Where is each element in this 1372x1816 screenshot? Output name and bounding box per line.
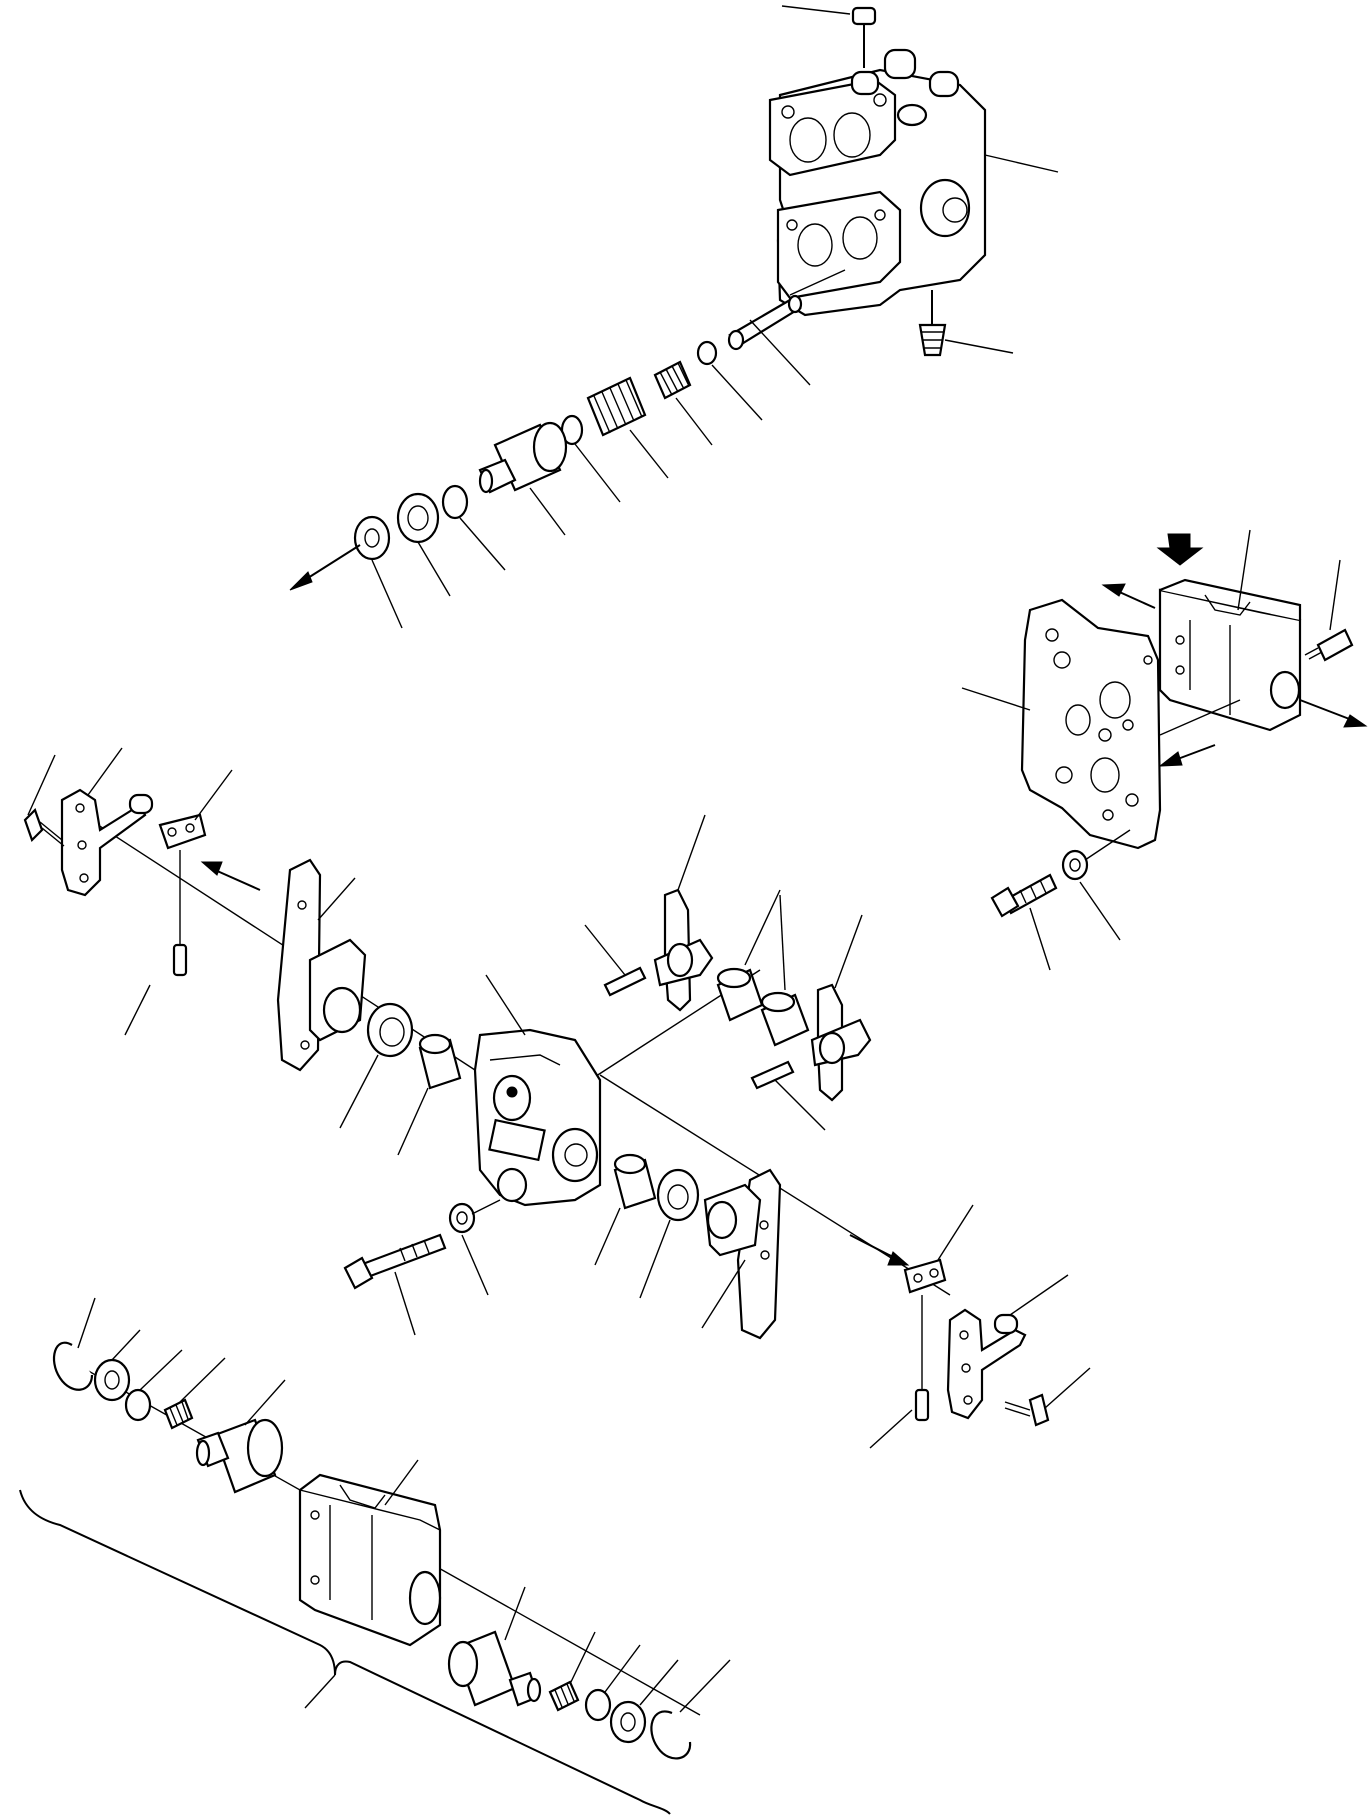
left-small-plate (158, 813, 207, 850)
upper-pin (603, 966, 647, 997)
leader-lines-right (961, 529, 1341, 971)
lower-lever (703, 1168, 782, 1340)
leader-lines (371, 5, 1059, 629)
left-end-washer (93, 1358, 131, 1402)
right-circlip (650, 1710, 692, 1760)
right-spool (447, 1630, 542, 1707)
left-lever (276, 858, 367, 1072)
right-plate-arrow (849, 1234, 910, 1266)
right-bracket (946, 1308, 1027, 1420)
right-wing-lever (810, 983, 872, 1102)
upper-bushings (716, 967, 810, 1047)
left-bracket (60, 788, 154, 897)
center-block (473, 1028, 602, 1207)
center-block-assembly (23, 747, 1091, 1449)
small-spring (653, 360, 692, 400)
large-spring (586, 376, 647, 437)
top-plug (851, 6, 877, 68)
upper-valve-assembly (289, 5, 1059, 629)
lower-bushing (613, 1153, 657, 1210)
valve-body (768, 48, 987, 317)
left-bushing (418, 1033, 462, 1090)
cap (396, 492, 440, 544)
left-nut (366, 1002, 414, 1058)
mounting-plate (1020, 598, 1162, 850)
lower-spool-assembly (19, 1297, 731, 1815)
small-spool (727, 294, 803, 351)
o-ring (441, 484, 469, 520)
arrow-plate (1158, 744, 1216, 767)
right-pin (750, 1060, 795, 1090)
piston (478, 421, 568, 494)
right-end-washer (609, 1700, 647, 1744)
left-end-spring (163, 1398, 194, 1430)
long-bolt (343, 1233, 447, 1290)
left-circlip (52, 1341, 94, 1391)
left-plate-arrow (200, 861, 261, 891)
upper-wing-lever (653, 888, 714, 1012)
right-pin-lower (914, 1295, 930, 1422)
plate-washer (1061, 849, 1089, 881)
block-screw (1304, 628, 1354, 662)
direction-arrow (289, 544, 361, 591)
left-screw (23, 807, 65, 847)
bottom-plug (918, 290, 947, 357)
bolt-washer (448, 1202, 476, 1234)
left-pin (172, 850, 188, 977)
right-small-plate (903, 1258, 947, 1294)
insert-arrow (1156, 533, 1204, 566)
right-screw (1004, 1393, 1050, 1427)
right-end-o-ring (584, 1688, 612, 1722)
left-spool (195, 1418, 284, 1494)
leader-lines-center (27, 747, 1091, 1449)
arrow-left (1101, 583, 1156, 609)
leader-lines-lower (77, 1297, 731, 1713)
lower-nut (656, 1168, 700, 1222)
right-end-spring (548, 1680, 580, 1712)
plate-bolt (990, 873, 1058, 918)
solenoid-block (1158, 578, 1302, 732)
left-end-o-ring (124, 1388, 152, 1422)
plate-and-block-assembly (961, 529, 1368, 971)
small-ring (696, 340, 718, 366)
spool-housing (298, 1473, 442, 1647)
arrow-right (1299, 699, 1368, 728)
seal-washer (353, 515, 391, 561)
